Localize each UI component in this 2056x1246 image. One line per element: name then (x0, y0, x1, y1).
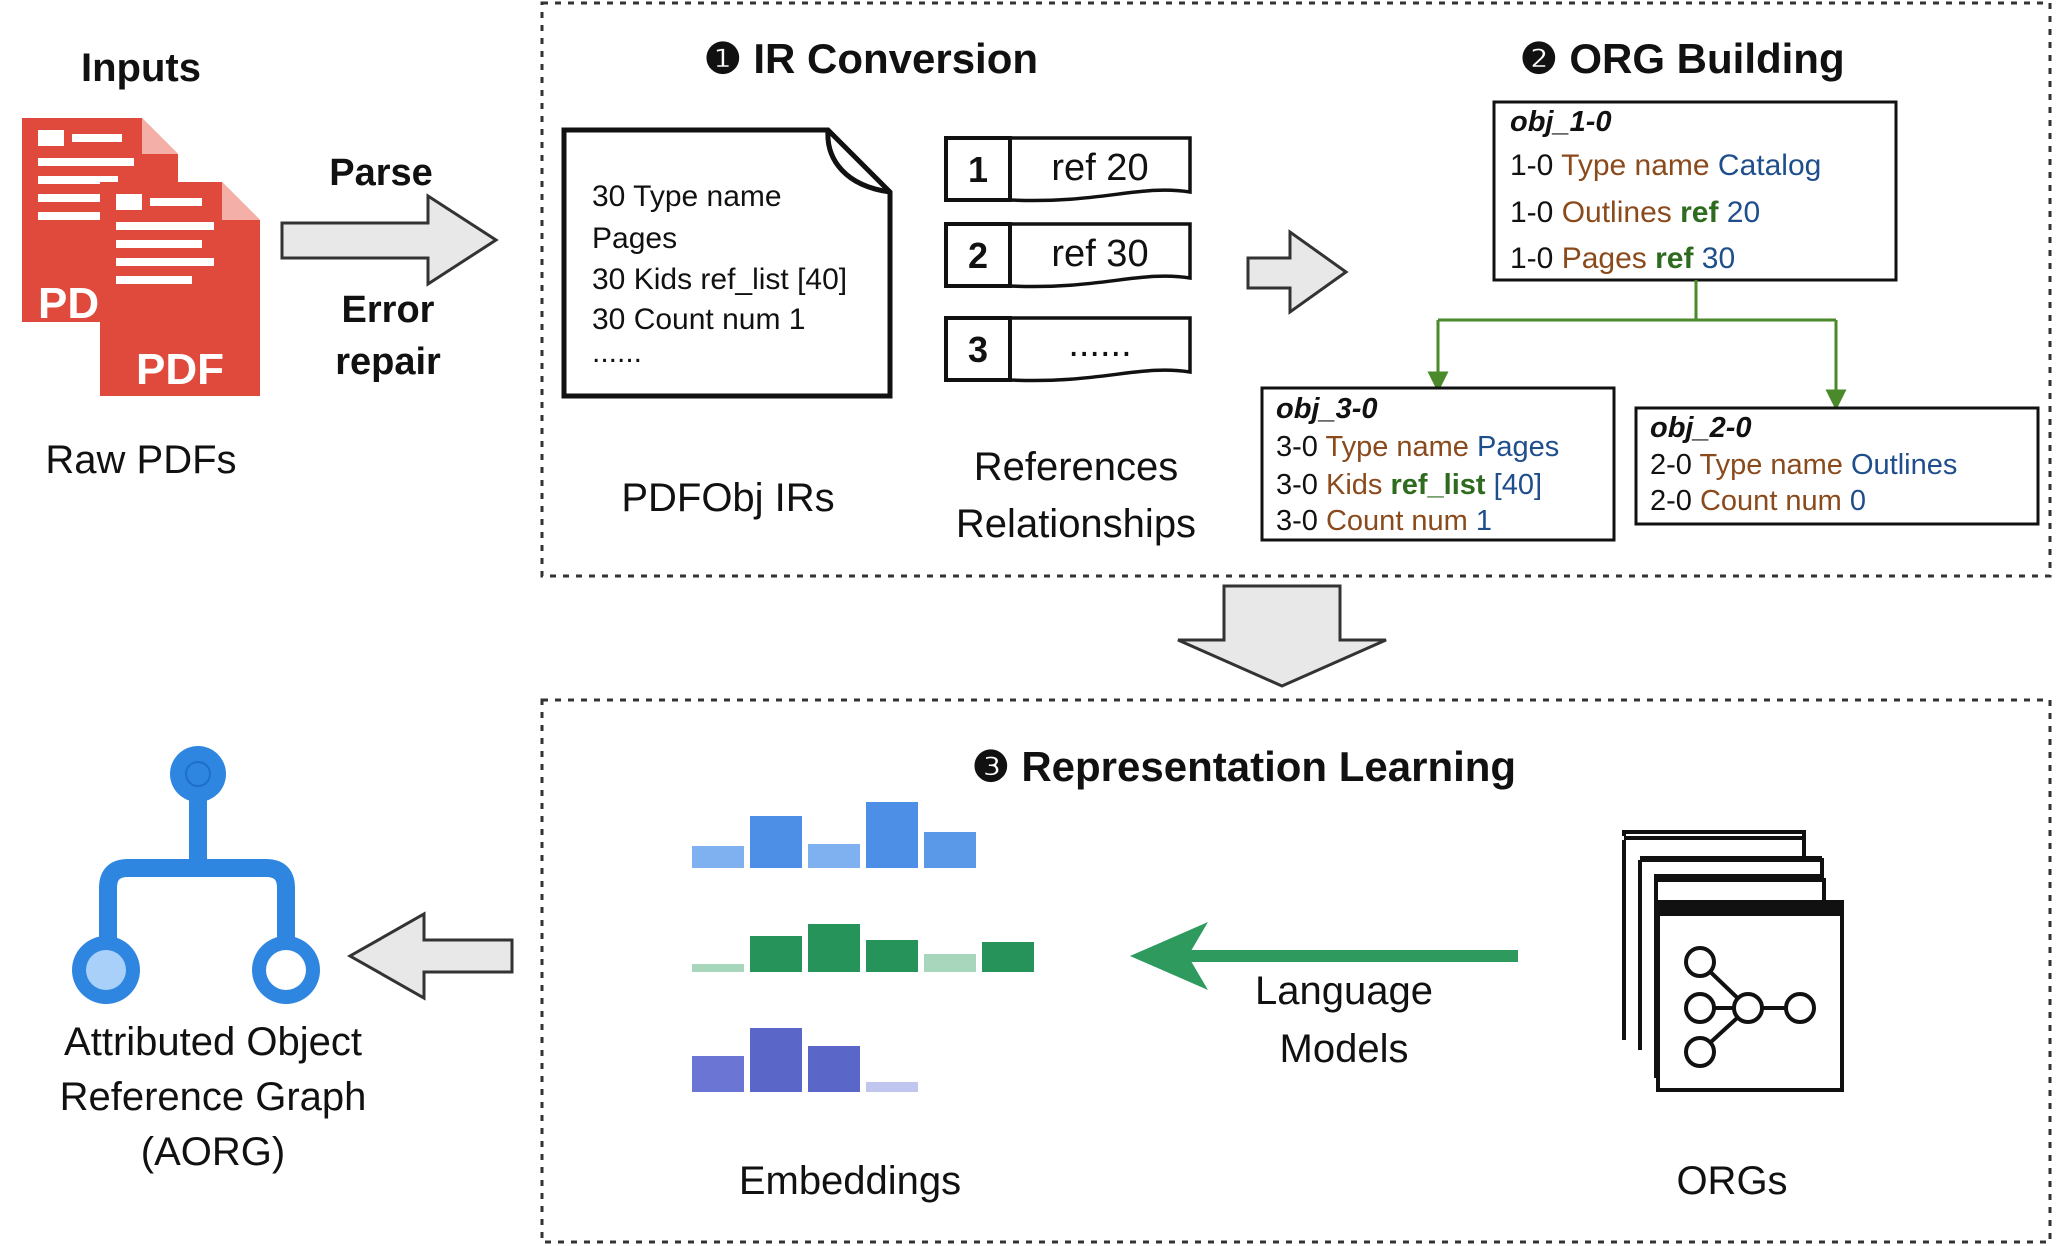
doc-line-2: Pages (592, 222, 677, 255)
embed-bar (808, 924, 860, 972)
doc-line-3: 30 Kids ref_list [40] (592, 263, 847, 296)
obj-1-0-box: obj_1-0 1-0 Type name Catalog 1-0 Outlin… (1492, 100, 1898, 282)
reference-tag-1: 1 ref 20 (944, 136, 1192, 203)
embed-bar (692, 1056, 744, 1092)
ref-text-1: ref 20 (1051, 147, 1148, 189)
org-tree-connector (1427, 280, 1847, 411)
org-building-title: ❷ ORG Building (1520, 35, 1845, 82)
reference-tag-2: 2 ref 30 (944, 222, 1192, 289)
to-aorg-arrow (346, 911, 514, 1001)
embed-bar (866, 940, 918, 972)
pdfobj-caption: PDFObj IRs (621, 476, 834, 520)
aorg-graph-icon (72, 746, 320, 1004)
raw-pdfs-caption: Raw PDFs (45, 438, 236, 482)
parse-label: Parse (329, 152, 433, 194)
embed-bar (750, 1028, 802, 1092)
pdf-file-icon-front: PDF (100, 182, 260, 396)
representation-title: ❸ Representation Learning (972, 743, 1516, 790)
reference-tag-3: 3 ...... (944, 316, 1192, 383)
doc-line-4: 30 Count num 1 (592, 303, 805, 336)
obj-3-0-box: obj_3-0 3-0 Type name Pages 3-0 Kids ref… (1260, 386, 1616, 542)
orgs-caption: ORGs (1676, 1159, 1787, 1203)
top-panel (540, 1, 2052, 578)
bottom-panel (540, 698, 2052, 1244)
embed-bar (982, 942, 1034, 972)
down-arrow-shape (1177, 584, 1387, 688)
embeddings-bars (692, 802, 1034, 1092)
orgs-stack-icon (1622, 830, 1844, 1092)
embed-bar (808, 844, 860, 868)
language-model-arrow (1130, 922, 1518, 990)
repair-label: repair (335, 341, 441, 383)
embed-bar (692, 964, 744, 972)
models-label: Models (1280, 1027, 1409, 1071)
obj-2-0-box: obj_2-0 2-0 Type name Outlines 2-0 Count… (1634, 406, 2040, 526)
ref-num-3: 3 (968, 329, 988, 370)
embed-bar (808, 1046, 860, 1092)
ir-to-org-arrow (1246, 229, 1349, 315)
obj3-line-1: 3-0 Type name Pages (1276, 431, 1559, 463)
obj3-line-3: 3-0 Count num 1 (1276, 505, 1492, 537)
obj2-header: obj_2-0 (1650, 412, 1752, 444)
obj2-line-2: 2-0 Count num 0 (1650, 485, 1866, 517)
language-label: Language (1255, 969, 1433, 1013)
ref-text-2: ref 30 (1051, 233, 1148, 275)
embeddings-caption: Embeddings (739, 1159, 961, 1203)
ref-text-3: ...... (1068, 323, 1131, 365)
embed-bar (866, 802, 918, 868)
obj1-line-2: 1-0 Outlines ref 20 (1510, 196, 1760, 229)
obj3-header: obj_3-0 (1276, 393, 1378, 425)
pdfobj-document: 30 Type name Pages 30 Kids ref_list [40]… (561, 127, 893, 399)
references-caption-1: References (974, 445, 1179, 489)
obj3-line-2: 3-0 Kids ref_list [40] (1276, 469, 1542, 501)
ref-num-1: 1 (968, 149, 988, 190)
embed-bar (924, 832, 976, 868)
doc-line-1: 30 Type name (592, 180, 782, 213)
error-label: Error (342, 289, 435, 331)
embed-bar (750, 936, 802, 972)
inputs-title: Inputs (81, 46, 201, 90)
doc-line-5: ...... (592, 336, 642, 369)
parse-arrow (280, 193, 499, 287)
aorg-caption-1: Attributed Object (64, 1020, 362, 1064)
ir-conversion-title: ❶ IR Conversion (704, 35, 1038, 82)
embed-bar (750, 816, 802, 868)
obj1-line-3: 1-0 Pages ref 30 (1510, 242, 1735, 275)
obj1-header: obj_1-0 (1510, 106, 1612, 138)
pdf-label-front: PDF (136, 345, 224, 394)
references-caption-2: Relationships (956, 502, 1196, 546)
embed-bar (924, 954, 976, 972)
embed-bar (866, 1082, 918, 1092)
obj2-line-1: 2-0 Type name Outlines (1650, 449, 1957, 481)
obj1-line-1: 1-0 Type name Catalog (1510, 149, 1821, 182)
aorg-caption-3: (AORG) (141, 1130, 285, 1174)
ref-num-2: 2 (968, 235, 988, 276)
embed-bar (692, 846, 744, 868)
pdf-label-back: PD (38, 279, 99, 328)
aorg-caption-2: Reference Graph (60, 1075, 367, 1119)
